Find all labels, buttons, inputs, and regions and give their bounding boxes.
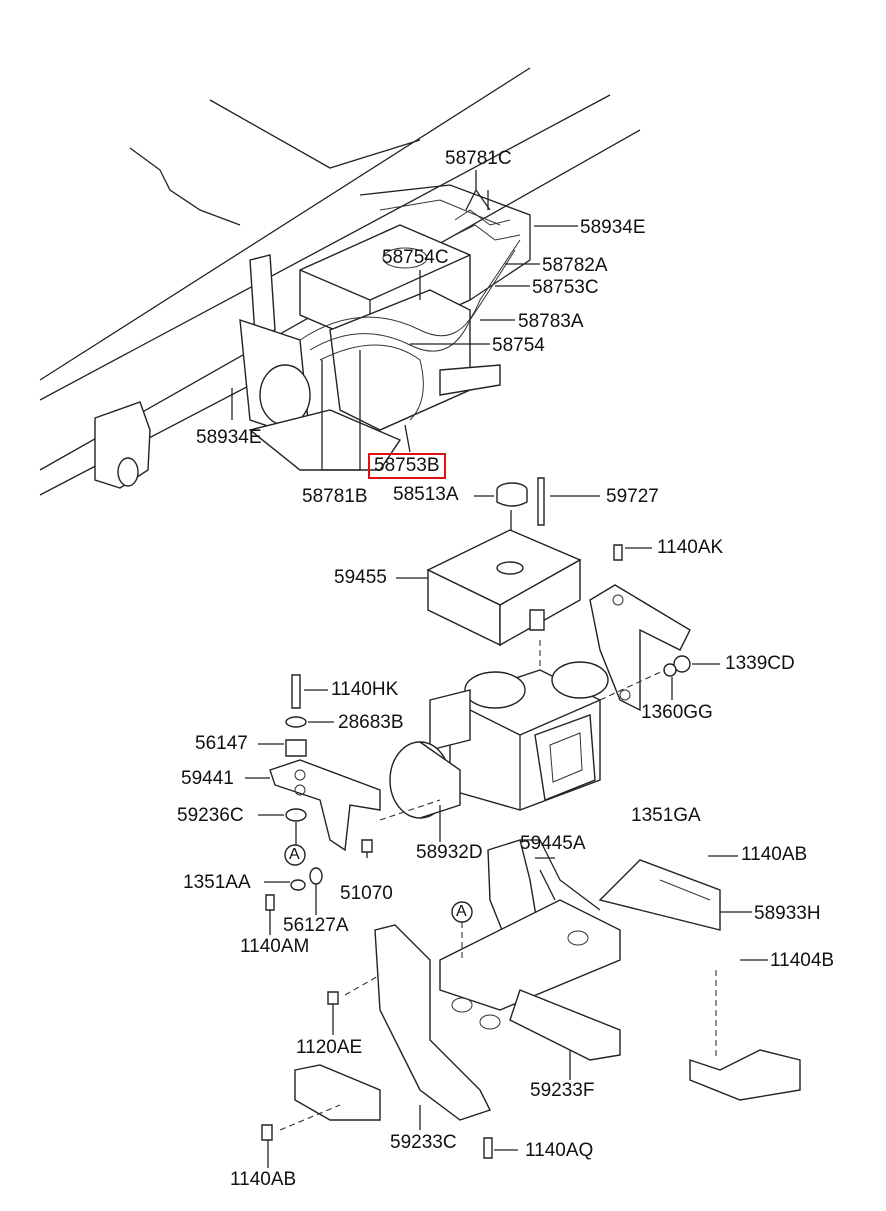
part-label-58513a: 58513A bbox=[393, 484, 459, 505]
part-label-51070: 51070 bbox=[340, 883, 393, 904]
part-label-58782a: 58782A bbox=[542, 255, 608, 276]
part-label-58783a: 58783A bbox=[518, 311, 584, 332]
part-label-59445a: 59445A bbox=[520, 833, 586, 854]
part-label-58781c: 58781C bbox=[445, 148, 512, 169]
part-label-1140hk: 1140HK bbox=[331, 679, 399, 700]
part-label-58754: 58754 bbox=[492, 335, 545, 356]
part-label-58932d: 58932D bbox=[416, 842, 483, 863]
leader-lines-upper bbox=[231, 170, 578, 471]
part-label-1140am: 1140AM bbox=[240, 936, 310, 957]
reference-letter-a-left: A bbox=[289, 846, 300, 863]
part-label-58754c: 58754C bbox=[382, 247, 449, 268]
part-label-1351aa: 1351AA bbox=[183, 872, 251, 893]
part-label-58753b-highlighted: 58753B bbox=[368, 453, 446, 479]
part-label-59455: 59455 bbox=[334, 567, 387, 588]
part-label-28683b: 28683B bbox=[338, 712, 404, 733]
part-label-58753c: 58753C bbox=[532, 277, 599, 298]
part-label-56127a: 56127A bbox=[283, 915, 349, 936]
part-label-59727: 59727 bbox=[606, 486, 659, 507]
part-label-59441: 59441 bbox=[181, 768, 234, 789]
reference-circle-a-left bbox=[284, 844, 306, 866]
left-bracket-stack bbox=[245, 674, 441, 935]
right-upper-bracket bbox=[589, 544, 720, 712]
part-label-1140aq: 1140AQ bbox=[525, 1140, 594, 1161]
part-label-59236c: 59236C bbox=[177, 805, 244, 826]
part-label-58933h: 58933H bbox=[754, 903, 821, 924]
part-label-59233f: 59233F bbox=[530, 1080, 595, 1101]
part-label-11404b: 11404B bbox=[770, 950, 835, 971]
part-label-1360gg: 1360GG bbox=[641, 702, 713, 723]
part-label-1140ab-bottom: 1140AB bbox=[230, 1169, 297, 1190]
part-label-56147: 56147 bbox=[195, 733, 248, 754]
part-label-58934e-left: 58934E bbox=[196, 427, 262, 448]
reference-letter-a-right: A bbox=[456, 903, 467, 920]
part-label-1140ab-right: 1140AB bbox=[741, 844, 808, 865]
upper-abs-assembly bbox=[239, 184, 531, 471]
part-label-1120ae: 1120AE bbox=[296, 1037, 363, 1058]
part-label-1140ak: 1140AK bbox=[657, 537, 724, 558]
reservoir-and-module bbox=[396, 477, 600, 670]
part-label-58781b: 58781B bbox=[302, 486, 368, 507]
reference-circle-a-right bbox=[451, 901, 473, 923]
part-label-1339cd: 1339CD bbox=[725, 653, 795, 674]
lower-bracket-assembly bbox=[261, 839, 801, 1168]
part-label-59233c: 59233C bbox=[390, 1132, 457, 1153]
part-label-1351ga: 1351GA bbox=[631, 805, 701, 826]
hydraulic-unit bbox=[389, 661, 609, 842]
part-label-58934e-top: 58934E bbox=[580, 217, 646, 238]
